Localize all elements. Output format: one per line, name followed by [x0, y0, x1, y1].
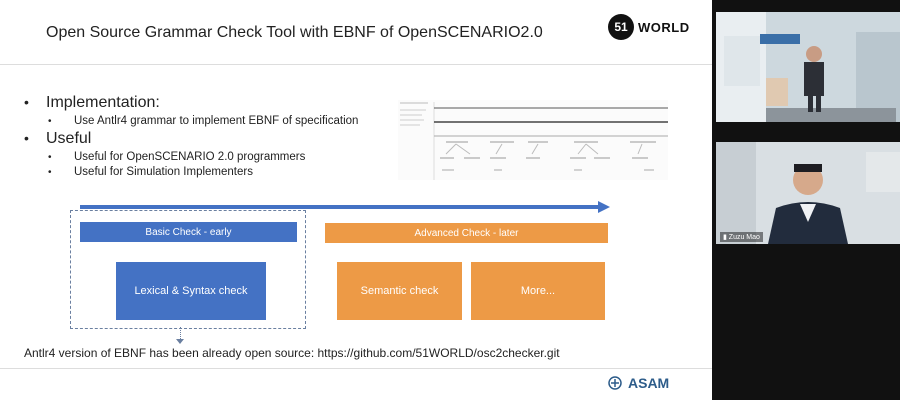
title-divider: [0, 64, 712, 65]
logo-text: WORLD: [638, 19, 690, 35]
sub-bullet-dot: •: [48, 167, 52, 178]
participant-name: Zuzu Mao: [728, 234, 760, 241]
sub-bullet-text: Useful for OpenSCENARIO 2.0 programmers: [74, 151, 306, 163]
connector-line: [180, 327, 181, 339]
advanced-check-bar: Advanced Check - later: [325, 223, 608, 243]
sub-bullet-text: Useful for Simulation Implementers: [74, 166, 253, 178]
lexical-syntax-box: Lexical & Syntax check: [116, 262, 266, 320]
participant-video-tile-1[interactable]: [716, 12, 900, 122]
parse-tree-screenshot: [398, 100, 668, 180]
asam-logo: ASAM: [608, 375, 669, 391]
semantic-check-box: Semantic check: [337, 262, 462, 320]
participant-name-tag: ▮ Zuzu Mao: [720, 232, 763, 242]
asam-logo-icon: [608, 376, 622, 390]
bullet-dot: •: [24, 94, 29, 110]
asam-logo-text: ASAM: [628, 375, 670, 391]
bullet-dot: •: [24, 130, 29, 146]
footer-divider: [0, 368, 712, 369]
bullet-label: Useful: [46, 130, 92, 147]
more-box: More...: [471, 262, 605, 320]
connector-arrowhead-icon: [176, 339, 184, 344]
bullet-label: Implementation:: [46, 94, 160, 111]
participant-video-image: [716, 142, 900, 244]
timeline-arrow: [80, 201, 610, 213]
sub-bullet-text: Use Antlr4 grammar to implement EBNF of …: [74, 115, 359, 127]
presentation-slide: Open Source Grammar Check Tool with EBNF…: [0, 0, 712, 400]
footnote-text: Antlr4 version of EBNF has been already …: [24, 346, 560, 360]
slide-title: Open Source Grammar Check Tool with EBNF…: [46, 24, 543, 41]
presenter-video-image: [716, 12, 900, 122]
sub-bullet: • Use Antlr4 grammar to implement EBNF o…: [48, 115, 358, 127]
sub-bullet: • Useful for Simulation Implementers: [48, 166, 358, 178]
sub-bullet: • Useful for OpenSCENARIO 2.0 programmer…: [48, 151, 358, 163]
basic-check-group-outline: [70, 210, 306, 329]
logo-circle: 51: [608, 14, 634, 40]
bullet-implementation: • Implementation:: [24, 94, 358, 112]
bullet-list: • Implementation: • Use Antlr4 grammar t…: [24, 92, 358, 181]
participant-video-tile-2[interactable]: ▮ Zuzu Mao: [716, 142, 900, 244]
51world-logo: 51 WORLD: [608, 14, 690, 40]
signal-icon: ▮: [723, 234, 729, 241]
bullet-useful: • Useful: [24, 130, 358, 148]
sub-bullet-dot: •: [48, 152, 52, 163]
sub-bullet-dot: •: [48, 116, 52, 127]
basic-check-bar: Basic Check - early: [80, 222, 297, 242]
